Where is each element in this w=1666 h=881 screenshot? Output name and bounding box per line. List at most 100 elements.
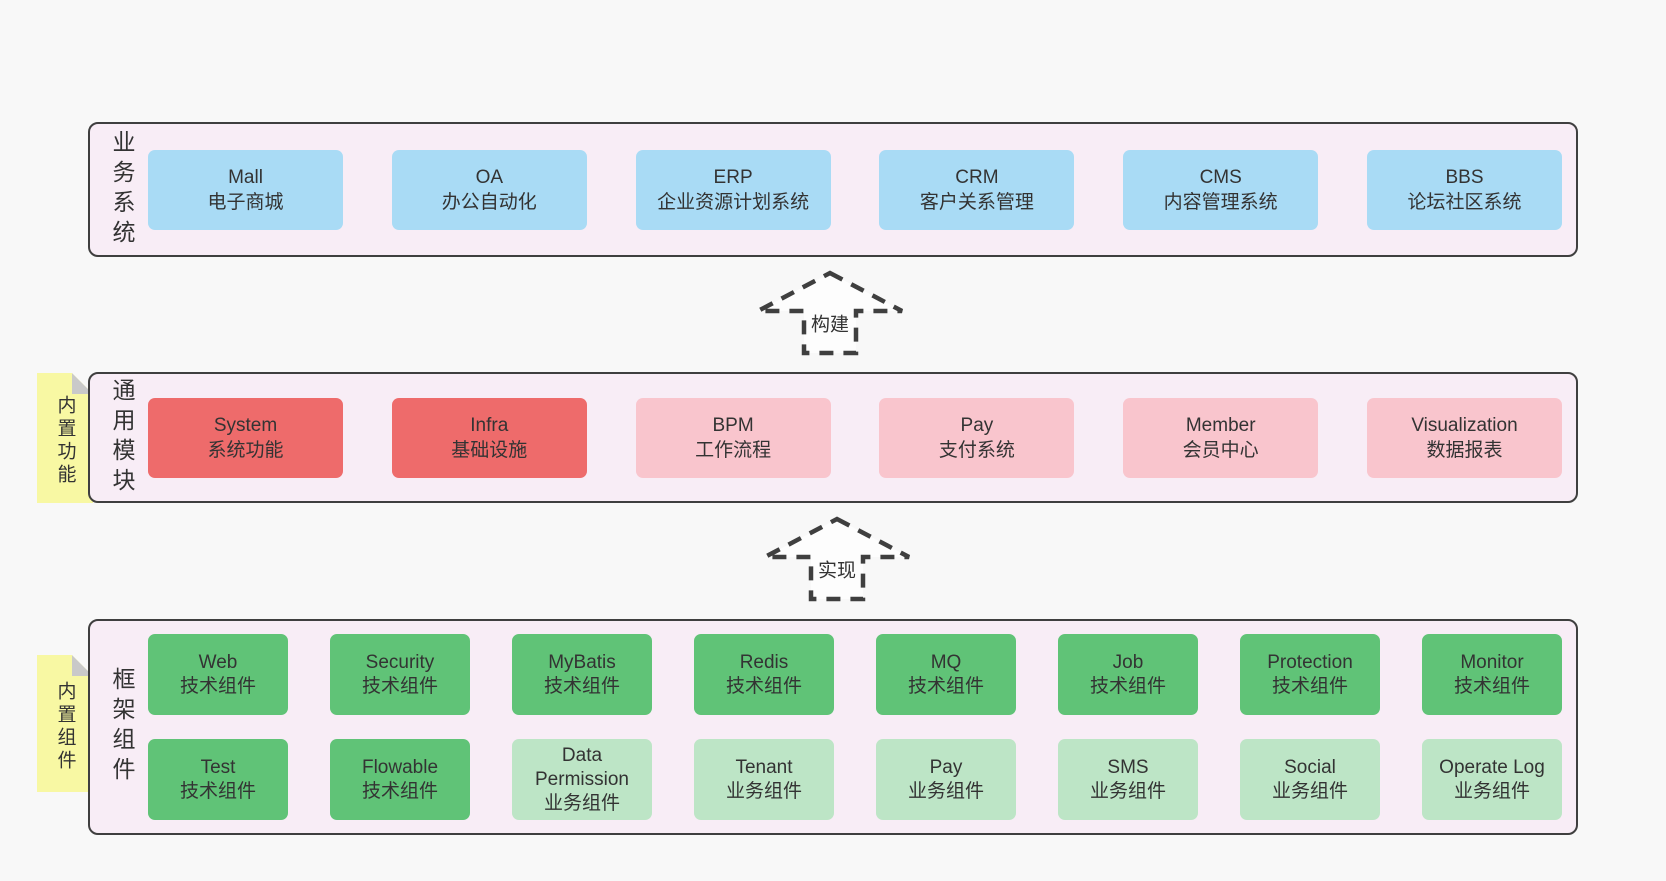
box-desc: 企业资源计划系统 [657,191,810,213]
box-desc: 业务组件 [907,780,984,802]
box-erp: ERP 企业资源计划系统 [635,149,831,230]
box-visualization: Visualization 数据报表 [1366,397,1562,478]
box-desc: 会员中心 [1182,439,1259,461]
box-name: OA [475,166,504,188]
box-name: Data Permission [535,744,629,790]
box-desc: 技术组件 [907,675,984,697]
box-name: CMS [1199,166,1242,188]
box-desc: 基础设施 [451,439,528,461]
band-label-common-modules: 通用模块 [109,377,135,498]
box-name: Security [365,651,435,673]
box-desc: 内容管理系统 [1163,191,1278,213]
box-desc: 技术组件 [543,675,620,697]
box-desc: 业务组件 [1271,780,1348,802]
box-desc: 技术组件 [179,780,256,802]
box-desc: 工作流程 [695,439,772,461]
box-crm: CRM 客户关系管理 [879,149,1075,230]
box-name: Social [1284,756,1336,778]
box-desc: 客户关系管理 [919,191,1034,213]
sticky-note-label: 内置组件 [54,680,76,773]
box-name: Pay [929,756,963,778]
box-name: BBS [1445,166,1484,188]
box-bbs: BBS 论坛社区系统 [1366,149,1562,230]
box-name: Infra [470,414,509,436]
box-name: Operate Log [1439,756,1545,778]
box-name: ERP [713,166,753,188]
box-name: System [213,414,278,436]
box-desc: 论坛社区系统 [1407,191,1522,213]
box-desc: 业务组件 [1089,780,1166,802]
box-desc: 技术组件 [361,675,438,697]
box-name: Flowable [361,756,439,778]
box-name: Job [1112,651,1144,673]
box-name: MyBatis [548,651,616,673]
build-arrow-icon: 构建 [755,270,905,356]
box-desc: 业务组件 [543,792,620,814]
box-name: CRM [955,166,999,188]
box-name: Visualization [1411,414,1518,436]
box-system: System 系统功能 [148,397,343,478]
dashed-up-arrow-icon [763,516,911,602]
box-desc: 办公自动化 [441,191,537,213]
implement-arrow-icon: 实现 [762,516,912,602]
box-desc: 电子商城 [207,191,284,213]
box-name: Redis [739,651,789,673]
box-name: Test [200,756,236,778]
box-cms: CMS 内容管理系统 [1123,149,1319,230]
box-mall: Mall 电子商城 [148,149,343,230]
module-row: Mall 电子商城 OA 办公自动化 ERP 企业资源计划系统 CRM 客户关系管理 CMS 内容… [148,149,1562,230]
box-infra: Infra 基础设施 [391,397,587,478]
box-name: Monitor [1460,651,1524,673]
box-desc: 技术组件 [1089,675,1166,697]
box-desc: 业务组件 [725,780,802,802]
box-member: Member 会员中心 [1123,397,1319,478]
box-name: Member [1185,414,1256,436]
dashed-up-arrow-icon [756,270,904,356]
sticky-note-built-in-components: 内置组件 [37,655,93,792]
box-desc: 技术组件 [361,780,438,802]
box-name: Web [198,651,238,673]
box-desc: 技术组件 [725,675,802,697]
box-name: Pay [960,414,994,436]
band-label-framework-components: 框架组件 [109,667,135,787]
box-oa: OA 办公自动化 [391,149,587,230]
band-label-business-systems: 业务系统 [109,129,135,250]
sticky-note-built-in-functions: 内置功能 [37,373,93,503]
implement-arrow-label: 实现 [817,560,857,582]
box-name: MQ [930,651,962,673]
sticky-note-label: 内置功能 [54,395,76,487]
box-name: SMS [1107,756,1149,778]
box-desc: 技术组件 [179,675,256,697]
box-desc: 技术组件 [1453,675,1530,697]
box-desc: 系统功能 [207,439,284,461]
build-arrow-label: 构建 [810,314,850,336]
box-desc: 业务组件 [1453,780,1530,802]
box-name: Mall [228,166,263,188]
band-rows: Mall 电子商城 OA 办公自动化 ERP 企业资源计划系统 CRM 客户关系管理 CMS 内容… [148,124,1562,255]
box-name: Protection [1267,651,1353,673]
box-desc: 数据报表 [1426,439,1503,461]
